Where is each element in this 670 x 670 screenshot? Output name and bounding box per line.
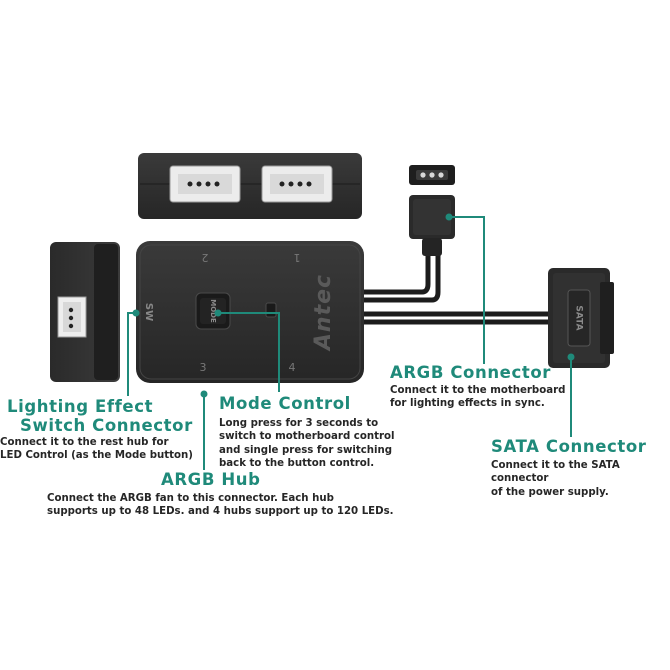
cables: [359, 249, 551, 325]
sata-label: SATA: [574, 305, 584, 330]
mode-control-title: Mode Control: [219, 394, 351, 413]
mode-control-description: Long press for 3 seconds to switch to mo…: [219, 418, 395, 469]
sata-connector-description: Connect it to the SATA connector of the …: [491, 460, 620, 498]
argb-hub-description: Connect the ARGB fan to this connector. …: [47, 493, 394, 518]
port-label-4: 4: [289, 361, 296, 374]
brand-logo: Antec: [311, 274, 336, 352]
sata-connector-title: SATA Connector: [491, 437, 647, 456]
lighting-effect-description: Connect it to the rest hub for LED Contr…: [0, 437, 193, 462]
leader-lines: [127, 216, 572, 470]
lighting-effect-title-line1: Lighting Effect: [7, 397, 154, 416]
sw-label: SW: [143, 303, 154, 321]
port-label-2: 2: [202, 251, 209, 264]
hub-side-view: [50, 242, 120, 382]
port-label-1: 1: [294, 251, 301, 264]
port-label-3: 3: [200, 361, 207, 374]
argb-connector-part: [409, 165, 455, 256]
hub-back-view: [138, 153, 362, 219]
mode-label: MODE: [209, 299, 217, 323]
lighting-effect-title-line2: Switch Connector: [20, 416, 193, 435]
leader-dots: [132, 213, 575, 398]
argb-connector-title: ARGB Connector: [390, 363, 552, 382]
argb-connector-description: Connect it to the motherboard for lighti…: [390, 385, 566, 410]
argb-hub-title: ARGB Hub: [161, 470, 261, 489]
sata-connector-part: SATA: [548, 268, 614, 368]
